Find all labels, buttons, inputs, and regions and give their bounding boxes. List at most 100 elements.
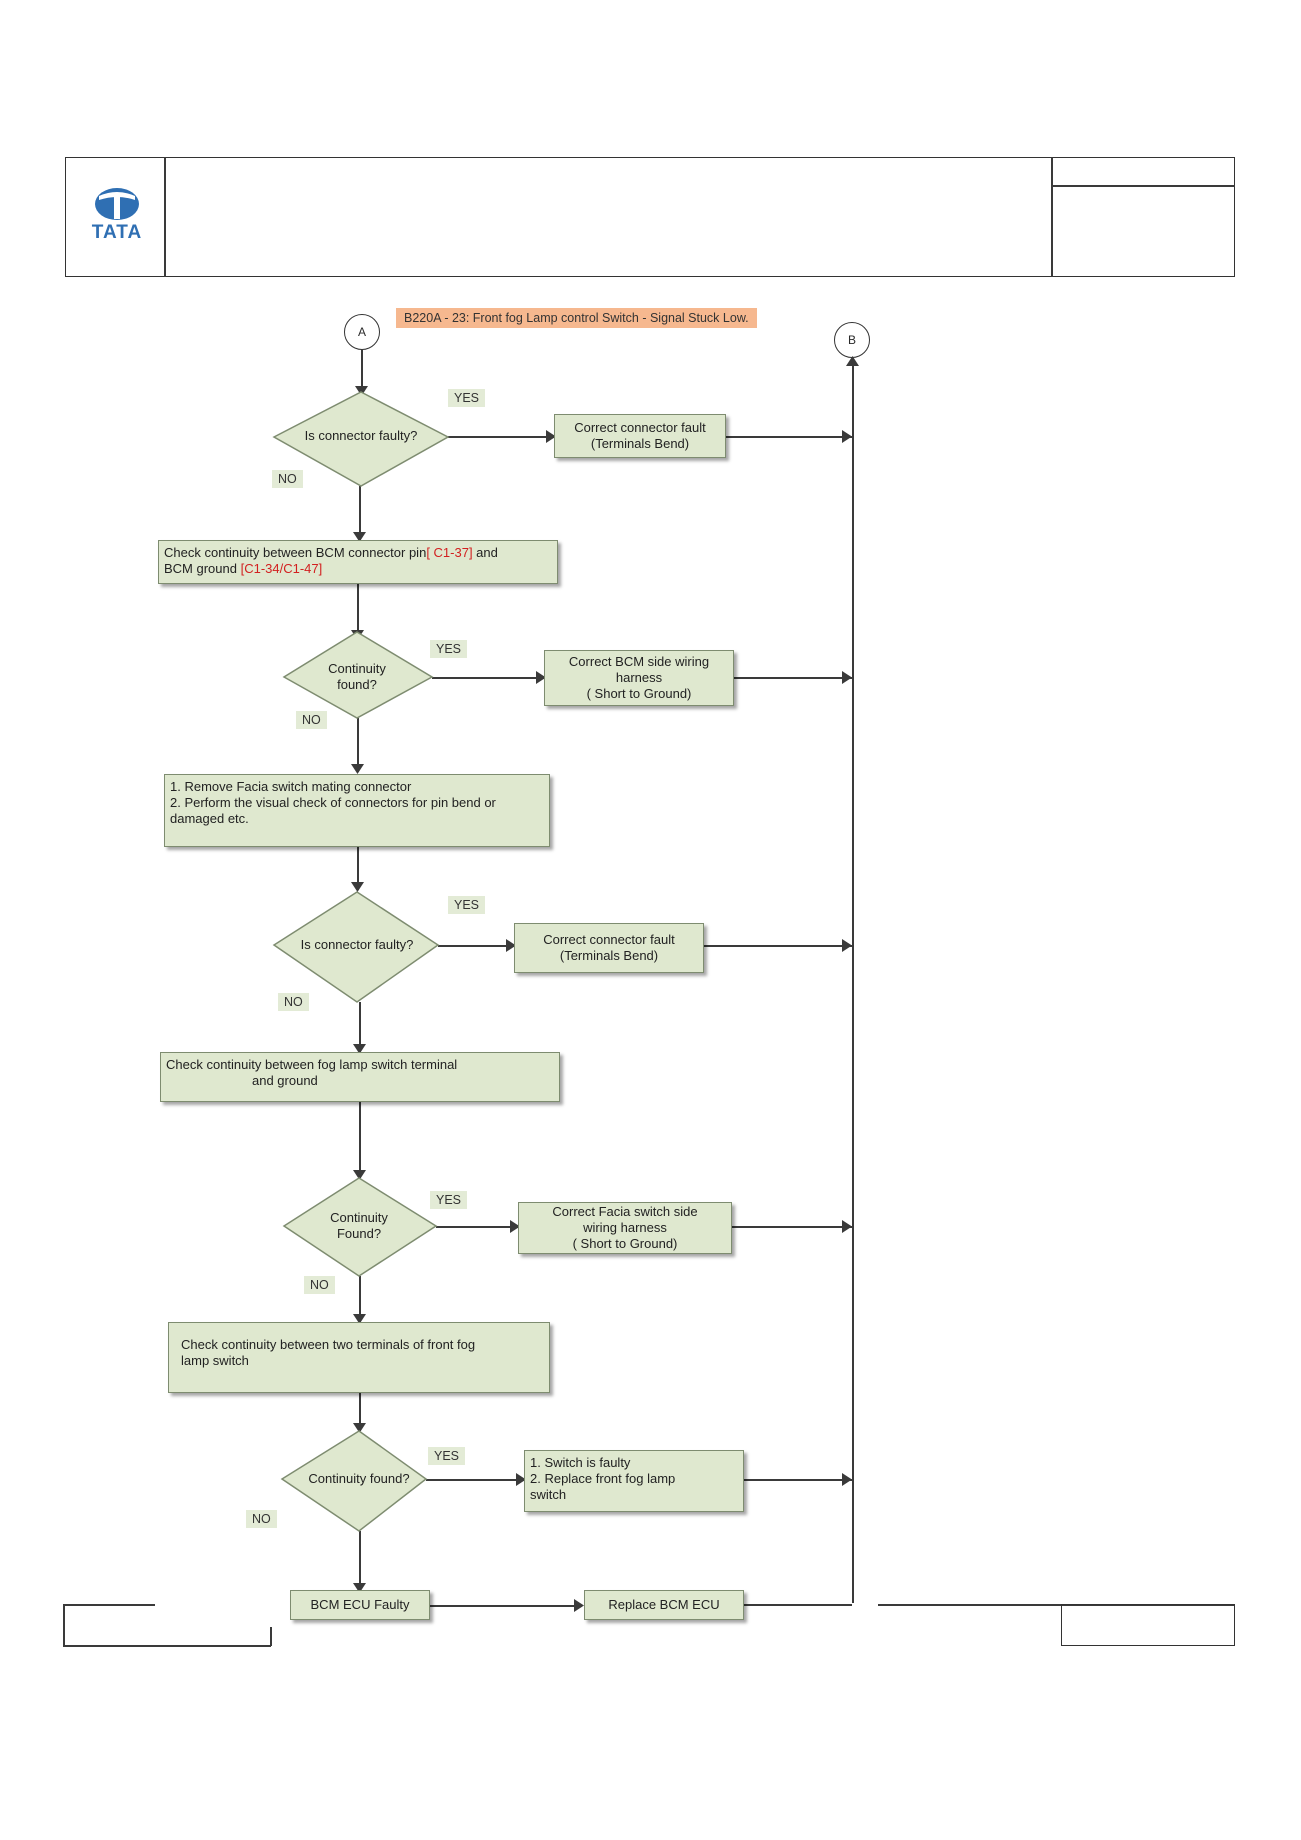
flow-line (357, 847, 359, 890)
box-line: 2. Perform the visual check of connector… (170, 795, 496, 810)
yes-label: YES (428, 1447, 466, 1465)
result-facia-side-harness: Correct Facia switch side wiring harness… (518, 1202, 732, 1254)
yes-line (436, 1226, 518, 1228)
arrow-down-icon (351, 764, 364, 774)
decision-line: found? (337, 677, 377, 692)
box-line: Check continuity between two terminals o… (181, 1337, 476, 1352)
arrow-down-icon (353, 1583, 366, 1593)
box-line: damaged etc. (170, 811, 249, 826)
decision-continuity-found-3: Continuity found? (308, 1471, 410, 1486)
box-line: 2. Replace front fog lamp (530, 1471, 676, 1486)
footer-line (63, 1604, 65, 1646)
no-label: NO (278, 993, 309, 1011)
arrow-down-icon (353, 1423, 366, 1433)
footer-line (270, 1627, 272, 1646)
yes-line (426, 1479, 524, 1481)
footer-frame-right (1061, 1604, 1235, 1646)
arrow-down-icon (351, 882, 364, 892)
decision-continuity-found-1: Continuity found? (300, 661, 414, 693)
header-frame (65, 157, 1235, 277)
yes-line (744, 1479, 852, 1481)
box-line: wiring harness (583, 1220, 667, 1235)
connector-b: B (834, 322, 870, 358)
header-divider (1051, 157, 1053, 277)
box-line: and ground (252, 1073, 318, 1088)
header-divider (164, 157, 166, 277)
decision-line: Found? (336, 1226, 382, 1241)
arrow-right-icon (516, 1473, 526, 1486)
box-line: Check continuity between BCM connector p… (164, 545, 552, 561)
flow-line (359, 1276, 361, 1322)
box-text: and (472, 545, 498, 560)
yes-line (726, 436, 852, 438)
decision-connector-faulty-1: Is connector faulty? (304, 428, 418, 443)
yes-line (430, 1605, 582, 1607)
pin-ref: [C1-34/C1-47] (240, 561, 323, 576)
logo-wordmark: TATA (91, 222, 143, 243)
box-line: ( Short to Ground) (586, 686, 692, 701)
arrow-right-icon (510, 1220, 520, 1233)
yes-line (744, 1604, 852, 1606)
no-label: NO (296, 711, 327, 729)
box-line: Check continuity between fog lamp switch… (166, 1057, 458, 1072)
box-line: BCM ground [C1-34/C1-47] (164, 561, 552, 577)
arrow-right-icon (506, 939, 516, 952)
arrow-right-icon (842, 671, 852, 684)
box-line: 1. Switch is faulty (530, 1455, 631, 1470)
flow-line (359, 1002, 361, 1052)
decision-diamond-2 (282, 631, 434, 719)
tata-logo: TATA (84, 186, 150, 246)
box-line: lamp switch (181, 1353, 249, 1368)
flow-line (359, 1393, 361, 1431)
process-check-fog-switch-ground: Check continuity between fog lamp switch… (160, 1052, 560, 1102)
box-line: harness (615, 670, 663, 685)
yes-line (432, 677, 544, 679)
yes-line (448, 436, 554, 438)
yes-line (438, 945, 514, 947)
decision-diamond-3 (272, 891, 440, 1003)
result-replace-bcm-ecu: Replace BCM ECU (584, 1590, 744, 1620)
arrow-right-icon (574, 1599, 584, 1612)
arrow-right-icon (842, 939, 852, 952)
box-line: Correct connector fault (574, 420, 706, 435)
footer-line (63, 1604, 155, 1606)
yes-label: YES (448, 896, 486, 914)
process-check-switch-terminals: Check continuity between two terminals o… (168, 1322, 550, 1393)
no-label: NO (246, 1510, 277, 1528)
box-line: 1. Remove Facia switch mating connector (170, 779, 412, 794)
footer-line (878, 1604, 1235, 1606)
result-correct-connector-1: Correct connector fault (Terminals Bend) (554, 414, 726, 458)
fault-code-title: B220A - 23: Front fog Lamp control Switc… (396, 308, 757, 328)
box-text: Check continuity between BCM connector p… (164, 545, 427, 560)
arrow-up-icon (846, 356, 859, 366)
arrow-right-icon (536, 671, 546, 684)
yes-label: YES (430, 1191, 468, 1209)
box-line: ( Short to Ground) (572, 1236, 678, 1251)
header-divider (1051, 185, 1235, 187)
arrow-down-icon (353, 1314, 366, 1324)
flow-line (357, 584, 359, 638)
decision-diamond-5 (280, 1430, 428, 1532)
arrow-right-icon (842, 430, 852, 443)
box-line: Correct Facia switch side (552, 1204, 698, 1219)
decision-line: Continuity (330, 1210, 388, 1225)
yes-label: YES (430, 640, 468, 658)
box-line: (Terminals Bend) (559, 948, 659, 963)
result-switch-faulty: 1. Switch is faulty 2. Replace front fog… (524, 1450, 744, 1512)
flow-line (359, 1102, 361, 1178)
box-line: switch (530, 1487, 567, 1502)
arrow-down-icon (353, 1170, 366, 1180)
arrow-right-icon (842, 1220, 852, 1233)
no-label: NO (272, 470, 303, 488)
process-check-bcm-continuity: Check continuity between BCM connector p… (158, 540, 558, 584)
box-line: Correct connector fault (543, 932, 675, 947)
flow-line (357, 718, 359, 772)
decision-line: Continuity (328, 661, 386, 676)
pin-ref: [ C1-37] (426, 545, 473, 560)
process-remove-facia-connector: 1. Remove Facia switch mating connector … (164, 774, 550, 847)
arrow-down-icon (353, 532, 366, 542)
connector-a: A (344, 314, 380, 350)
tata-emblem-icon (95, 188, 139, 220)
box-line: Correct BCM side wiring (568, 654, 710, 669)
